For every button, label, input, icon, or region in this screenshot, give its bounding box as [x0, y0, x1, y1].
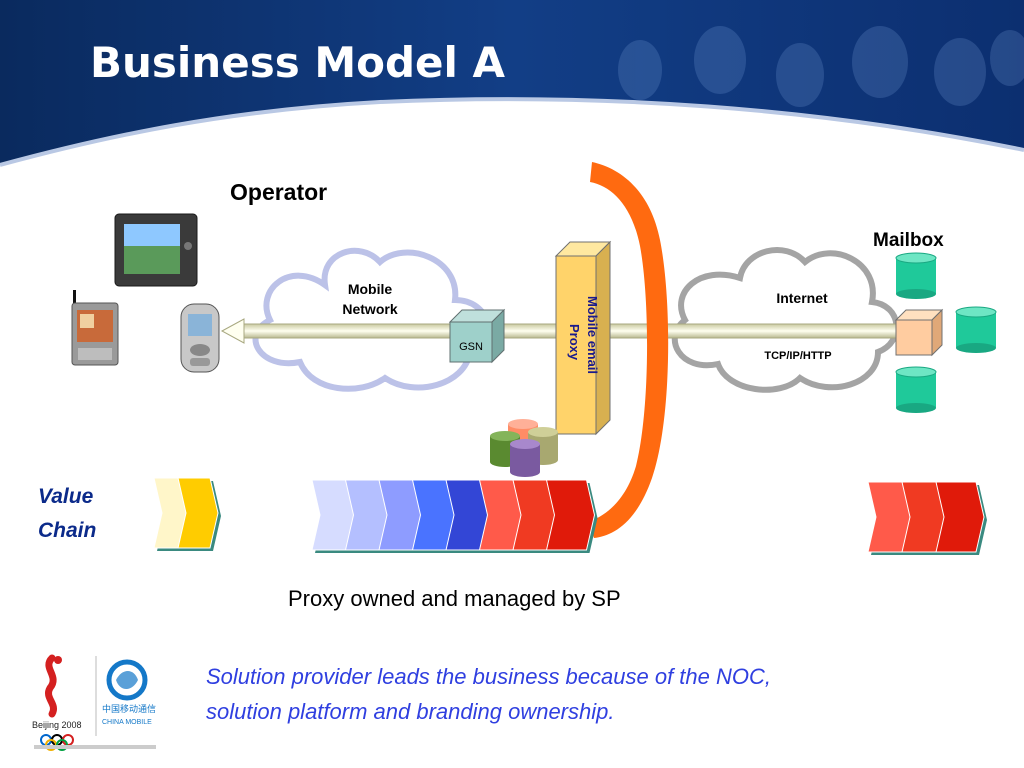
internet-label: Internet: [776, 290, 828, 306]
logo-footer-strip: [34, 745, 156, 749]
mailbox-db-right-icon: [955, 306, 997, 353]
internet-cloud: Internet TCP/IP/HTTP: [671, 247, 900, 393]
olympic-logo-text: Beijing 2008: [32, 720, 82, 730]
mobile-network-label-line2: Network: [342, 301, 397, 317]
mail-server-box: [894, 308, 944, 357]
tablet-device-icon: [114, 213, 198, 287]
value-chain-chevron: [545, 479, 596, 551]
database-purple-icon: [510, 439, 540, 477]
operator-boundary-arc: [588, 162, 669, 538]
value-chain-label-line2: Chain: [38, 519, 96, 542]
diagram-caption: Proxy owned and managed by SP: [288, 586, 621, 611]
protocol-label: TCP/IP/HTTP: [764, 350, 831, 362]
gsn-box: GSN: [448, 308, 506, 364]
china-mobile-cn-text: 中国移动通信: [102, 703, 156, 714]
mailbox-label: Mailbox: [873, 230, 944, 251]
page-title: Business Model A: [90, 38, 506, 87]
value-chain-chevron: [177, 477, 219, 549]
mobile-network-cloud: Mobile Network: [252, 247, 491, 392]
mailbox-db-bottom-icon: [895, 366, 937, 413]
note-line-2: solution platform and branding ownership…: [206, 699, 614, 724]
value-chain-group-left: [153, 477, 221, 551]
proxy-label-line1: Mobile email: [585, 296, 600, 374]
beijing-olympics-logo: Beijing 2008: [32, 654, 82, 751]
proxy-label-line2: Proxy: [567, 324, 582, 361]
value-chain-chevron: [935, 481, 985, 553]
value-chain-group-right: [867, 481, 987, 555]
mobile-phone-icon: [180, 303, 220, 373]
mailbox-db-top-icon: [895, 252, 937, 299]
china-mobile-en-text: CHINA MOBILE: [102, 719, 152, 726]
note-line-1: Solution provider leads the business bec…: [206, 664, 771, 689]
operator-label: Operator: [230, 179, 327, 205]
gsn-label: GSN: [459, 341, 483, 353]
value-chain-group-middle: [311, 479, 598, 553]
mobile-network-label-line1: Mobile: [348, 281, 393, 297]
pipe-arrow-head: [220, 318, 245, 344]
value-chain-label-line1: Value: [38, 485, 94, 508]
database-cluster-icon: [490, 419, 558, 477]
china-mobile-logo: 中国移动通信 CHINA MOBILE: [102, 659, 156, 726]
pda-device-icon: [71, 290, 119, 366]
proxy-server: Mobile email Proxy: [554, 240, 612, 436]
header-banner: Business Model A: [0, 0, 1024, 167]
